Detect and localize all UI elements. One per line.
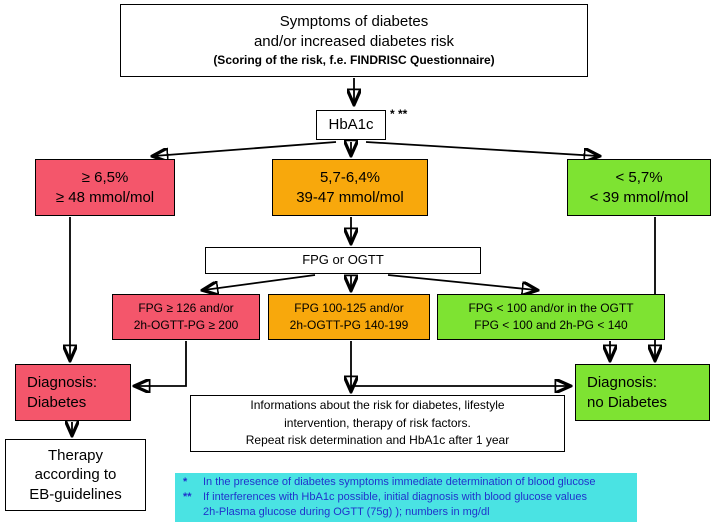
therapy-box: Therapy according to EB-guidelines bbox=[5, 439, 146, 511]
symptoms-line-3: (Scoring of the risk, f.e. FINDRISC Ques… bbox=[213, 53, 495, 68]
threshold-diabetes-box: ≥ 6,5% ≥ 48 mmol/mol bbox=[35, 159, 175, 216]
risk-information-line-2: intervention, therapy of risk factors. bbox=[284, 415, 471, 430]
diagnosis-diabetes-box: Diagnosis: Diabetes bbox=[15, 364, 131, 421]
threshold-normal-line-2: < 39 mmol/mol bbox=[589, 188, 689, 206]
diagnosis-diabetes-line-1: Diagnosis: bbox=[27, 374, 98, 391]
fpg-prediabetes-line-1: FPG 100-125 and/or bbox=[294, 301, 404, 316]
fpg-normal-box: FPG < 100 and/or in the OGTT FPG < 100 a… bbox=[437, 294, 665, 340]
threshold-normal-line-1: < 5,7% bbox=[615, 169, 663, 186]
threshold-prediabetes-line-1: 5,7-6,4% bbox=[319, 169, 381, 186]
risk-information-line-3: Repeat risk determination and HbA1c afte… bbox=[245, 433, 510, 448]
footnote-marker-2: ** bbox=[183, 491, 192, 504]
arrow-fpgogtt-to-fpg-low bbox=[387, 274, 536, 290]
fpg-diabetes-box: FPG ≥ 126 and/or 2h-OGTT-PG ≥ 200 bbox=[112, 294, 260, 340]
threshold-diabetes-line-1: ≥ 6,5% bbox=[81, 169, 129, 186]
therapy-line-1: Therapy bbox=[47, 446, 104, 464]
fpg-ogtt-box: FPG or OGTT bbox=[205, 247, 481, 274]
arrow-fpg-high-to-dx-diabetes bbox=[136, 341, 187, 386]
diagnosis-no-diabetes-box: Diagnosis: no Diabetes bbox=[575, 364, 710, 421]
diagnosis-diabetes-line-2: Diabetes bbox=[27, 393, 87, 411]
diagnosis-no-diabetes-line-2: no Diabetes bbox=[587, 393, 668, 411]
symptoms-box: Symptoms of diabetes and/or increased di… bbox=[120, 4, 588, 77]
hba1c-asterisks: * ** bbox=[390, 107, 408, 121]
symptoms-line-1: Symptoms of diabetes bbox=[279, 13, 429, 31]
symptoms-line-2: and/or increased diabetes risk bbox=[253, 32, 455, 50]
hba1c-label: HbA1c bbox=[328, 116, 374, 134]
footnote-marker-1: * bbox=[183, 476, 188, 489]
therapy-line-3: EB-guidelines bbox=[29, 485, 122, 503]
therapy-line-2: according to bbox=[34, 466, 117, 484]
hba1c-asterisk-1: * bbox=[390, 107, 395, 121]
fpg-prediabetes-line-2: 2h-OGTT-PG 140-199 bbox=[289, 318, 409, 332]
fpg-diabetes-line-1: FPG ≥ 126 and/or bbox=[138, 301, 234, 316]
fpg-ogtt-label: FPG or OGTT bbox=[302, 252, 384, 268]
footnote-box: * In the presence of diabetes symptoms i… bbox=[175, 473, 637, 522]
fpg-normal-line-2: FPG < 100 and 2h-PG < 140 bbox=[474, 318, 628, 332]
fpg-normal-line-1: FPG < 100 and/or in the OGTT bbox=[468, 301, 634, 316]
footnote-marker-3 bbox=[183, 505, 201, 520]
arrow-hba1c-to-low bbox=[365, 141, 598, 156]
footnote-text-1: In the presence of diabetes symptoms imm… bbox=[203, 476, 596, 489]
fpg-prediabetes-box: FPG 100-125 and/or 2h-OGTT-PG 140-199 bbox=[268, 294, 430, 340]
arrow-hba1c-to-high bbox=[154, 141, 337, 156]
fpg-diabetes-line-2: 2h-OGTT-PG ≥ 200 bbox=[133, 318, 239, 332]
footnote-text-3: 2h-Plasma glucose during OGTT (75g) ); n… bbox=[203, 505, 490, 518]
arrow-fpgogtt-to-fpg-high bbox=[204, 274, 316, 290]
hba1c-box: HbA1c bbox=[316, 110, 386, 140]
risk-information-box: Informations about the risk for diabetes… bbox=[190, 395, 565, 452]
risk-information-line-1: Informations about the risk for diabetes… bbox=[250, 398, 505, 413]
threshold-prediabetes-box: 5,7-6,4% 39-47 mmol/mol bbox=[272, 159, 428, 216]
threshold-diabetes-line-2: ≥ 48 mmol/mol bbox=[55, 188, 155, 206]
footnote-text-2: If interferences with HbA1c possible, in… bbox=[203, 491, 587, 504]
threshold-normal-box: < 5,7% < 39 mmol/mol bbox=[567, 159, 711, 216]
diagnosis-no-diabetes-line-1: Diagnosis: bbox=[587, 374, 658, 391]
threshold-prediabetes-line-2: 39-47 mmol/mol bbox=[296, 188, 404, 206]
hba1c-asterisk-2: ** bbox=[398, 107, 408, 121]
